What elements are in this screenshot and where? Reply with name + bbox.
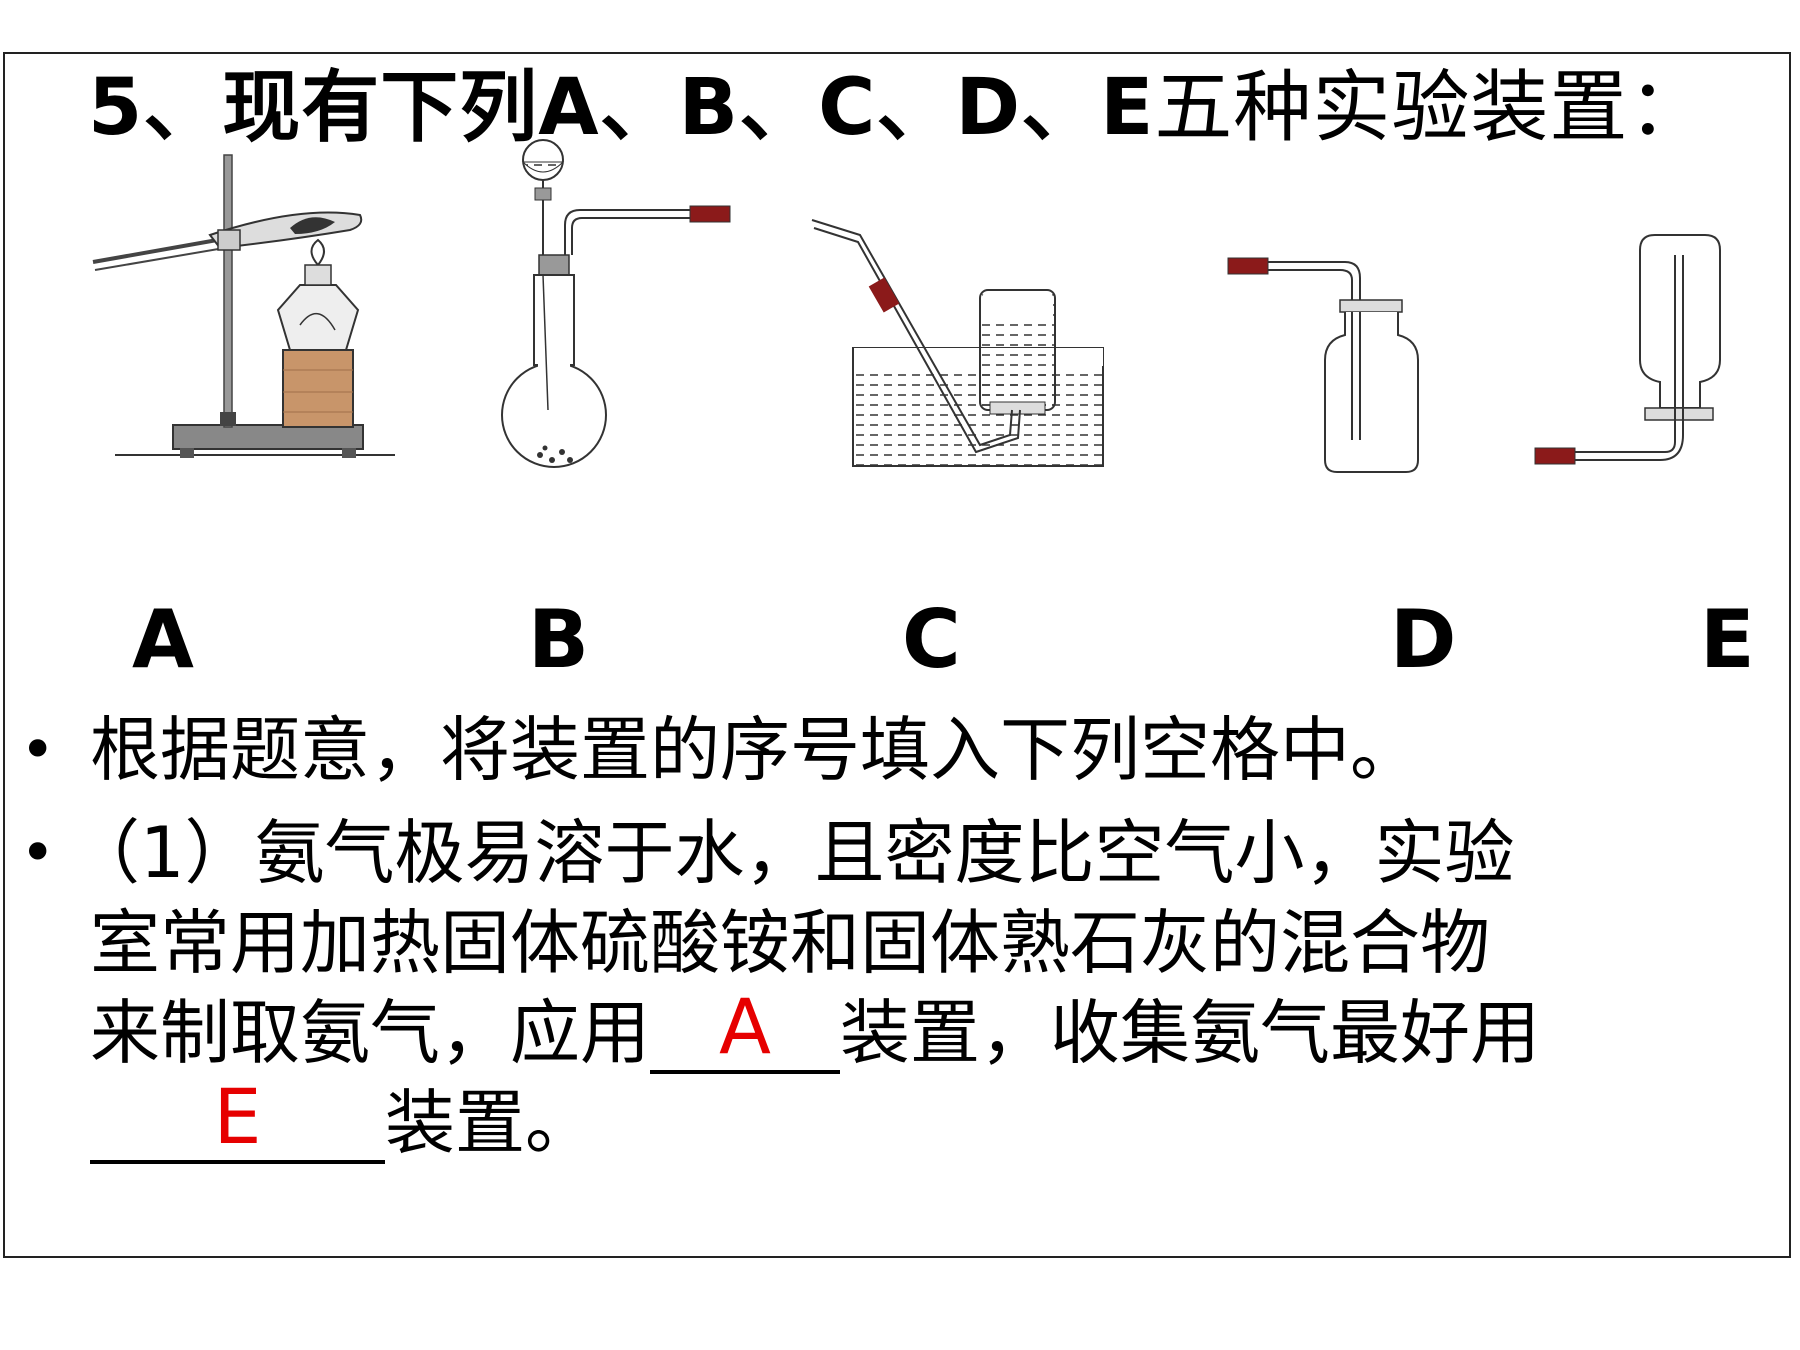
apparatus-b <box>501 139 731 468</box>
label-c: C <box>902 593 961 686</box>
question-line-1: （1）氨气极易溶于水，且密度比空气小，实验 <box>70 812 1515 894</box>
answer-1: A <box>719 982 771 1071</box>
answer-blank-1[interactable]: A <box>650 982 840 1074</box>
apparatus-d <box>1227 257 1419 473</box>
apparatus-c <box>811 219 1104 467</box>
answer-blank-2[interactable]: E <box>90 1072 385 1164</box>
bullet: • <box>20 818 56 888</box>
label-d: D <box>1390 593 1457 686</box>
bullet: • <box>20 715 56 785</box>
label-e: E <box>1700 593 1755 686</box>
slide-frame <box>3 52 1791 1258</box>
apparatus-a <box>92 154 395 458</box>
question-title: 5、现有下列A、B、C、D、E五种实验装置： <box>88 63 1708 153</box>
apparatus-e <box>1534 234 1721 465</box>
question-line-2: 室常用加热固体硫酸铵和固体熟石灰的混合物 <box>90 902 1490 984</box>
answer-2: E <box>213 1072 262 1161</box>
instruction-text: 根据题意，将装置的序号填入下列空格中。 <box>90 709 1420 791</box>
apparatus-figure <box>92 139 1721 473</box>
label-a: A <box>132 593 194 686</box>
label-b: B <box>528 593 589 686</box>
question-1: （1）氨气极易溶于水，且密度比空气小，实验 室常用加热固体硫酸铵和固体熟石灰的混… <box>70 808 1790 1168</box>
